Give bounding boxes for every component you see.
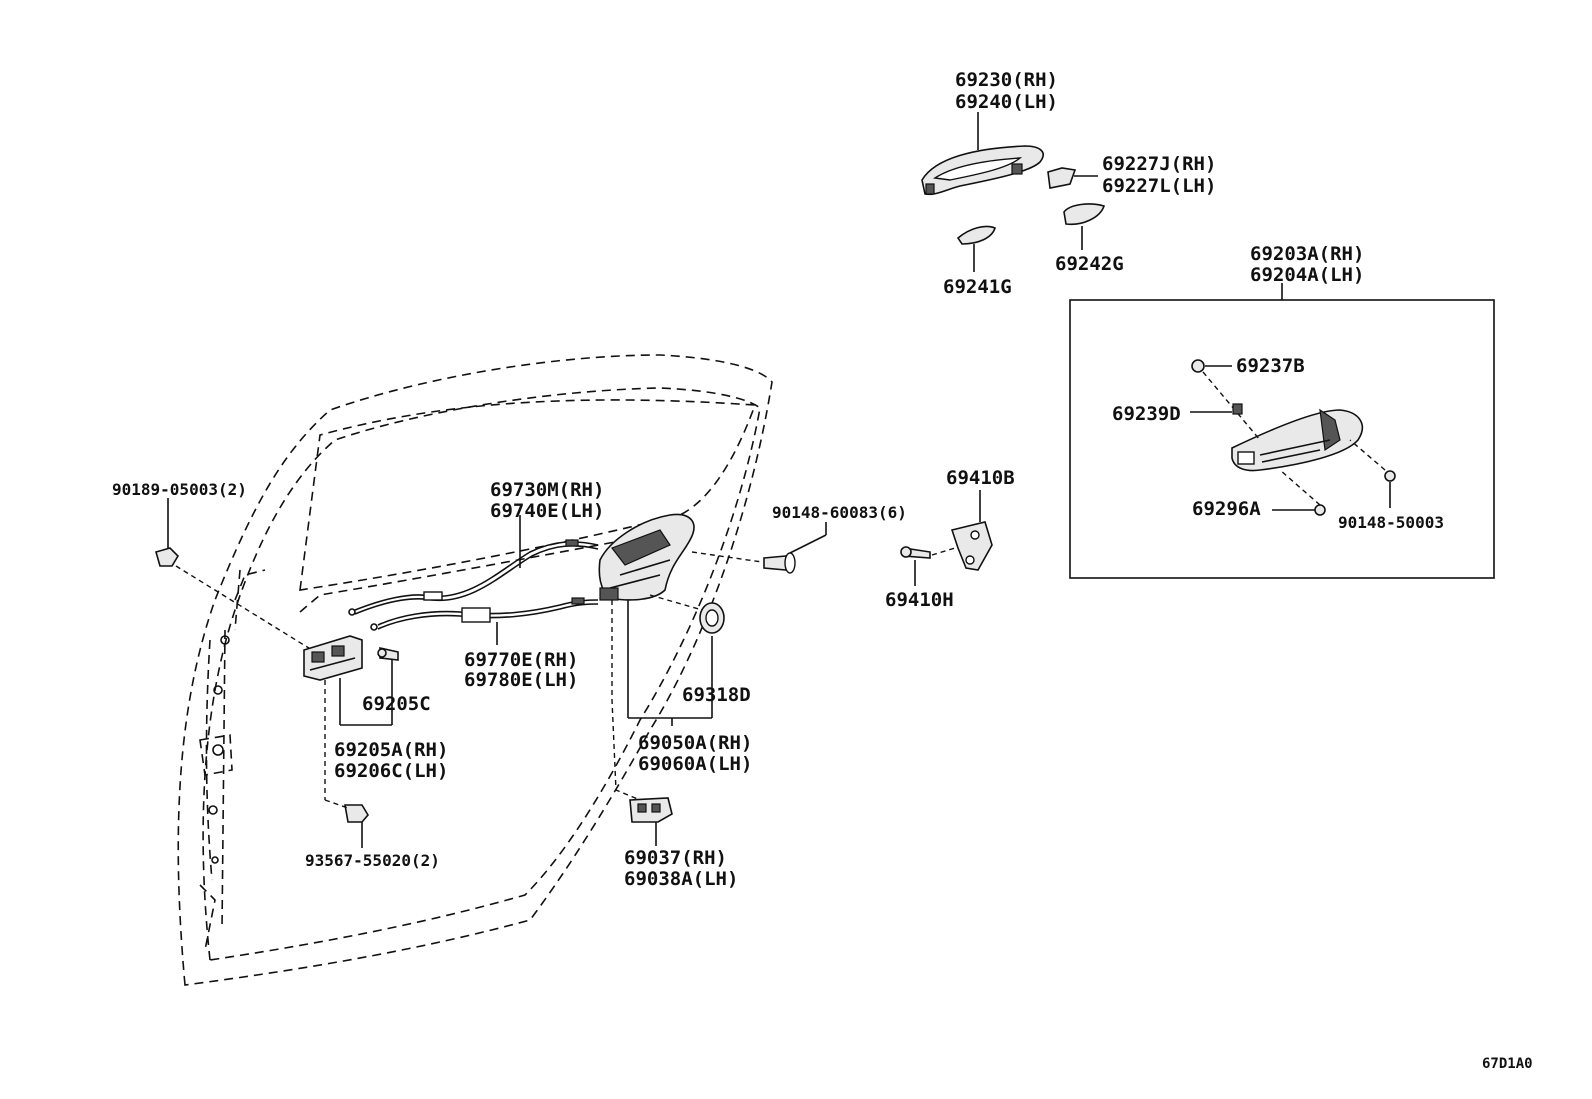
diagram-code: 67D1A0: [1482, 1056, 1533, 1072]
label-69240: 69240(LH): [955, 91, 1058, 113]
door-outline: [177, 354, 773, 986]
label-69060a: 69060A(LH): [638, 753, 752, 775]
label-69206c: 69206C(LH): [334, 760, 448, 782]
inside-handle-69205a[interactable]: [303, 635, 392, 800]
label-90189-05003: 90189-05003(2): [112, 480, 247, 499]
bush-69239d[interactable]: [1190, 403, 1243, 415]
bolt-90148-50003[interactable]: [1349, 439, 1396, 508]
label-69038a: 69038A(LH): [624, 868, 738, 890]
bush-69237b[interactable]: [1191, 359, 1261, 441]
frame-assembly[interactable]: [1231, 408, 1364, 472]
label-69205c: 69205C: [362, 693, 431, 715]
label-69230: 69230(RH): [955, 69, 1058, 91]
label-69227j: 69227J(RH): [1102, 153, 1216, 175]
label-69205a: 69205A(RH): [334, 739, 448, 761]
lock-cable-69730m[interactable]: [348, 515, 599, 616]
label-69730m: 69730M(RH): [490, 479, 604, 501]
lock-cap-69037[interactable]: [629, 797, 673, 846]
label-90148-60083: 90148-60083(6): [772, 503, 907, 522]
lock-cable-69770e[interactable]: [370, 597, 599, 645]
handle-pad-69241g[interactable]: [956, 225, 996, 272]
label-69237b: 69237B: [1236, 355, 1305, 377]
label-69227l: 69227L(LH): [1102, 175, 1216, 197]
lock-cover-69318d[interactable]: [649, 594, 725, 634]
screw-69296a[interactable]: [1272, 469, 1326, 516]
label-69037: 69037(RH): [624, 847, 727, 869]
label-69410b: 69410B: [946, 467, 1015, 489]
label-90148-50003: 90148-50003: [1338, 513, 1444, 532]
handle-pad-69242g[interactable]: [1063, 203, 1106, 250]
screw-69410h[interactable]: [900, 546, 956, 586]
label-69740e: 69740E(LH): [490, 500, 604, 522]
label-69780e: 69780E(LH): [464, 669, 578, 691]
door-lock-assembly[interactable]: [598, 513, 713, 801]
label-69770e: 69770E(RH): [464, 649, 578, 671]
label-69239d: 69239D: [1112, 403, 1181, 425]
screw-93567-55020[interactable]: [324, 799, 369, 848]
label-69204a: 69204A(LH): [1250, 264, 1364, 286]
striker-69410b[interactable]: [950, 490, 993, 571]
label-93567-55020: 93567-55020(2): [305, 851, 440, 870]
label-69410h: 69410H: [885, 589, 954, 611]
label-69242g: 69242G: [1055, 253, 1124, 275]
label-69296a: 69296A: [1192, 498, 1261, 520]
screw-69205c[interactable]: [377, 647, 399, 725]
handle-cap-69227[interactable]: [1047, 167, 1098, 189]
clip-90189-05003[interactable]: [155, 498, 313, 651]
label-69318d: 69318D: [682, 684, 751, 706]
outside-handle[interactable]: [921, 145, 1044, 196]
label-69050a: 69050A(RH): [638, 732, 752, 754]
label-69241g: 69241G: [943, 276, 1012, 298]
label-69203a: 69203A(RH): [1250, 243, 1364, 265]
screw-90148-60083[interactable]: [691, 522, 827, 574]
